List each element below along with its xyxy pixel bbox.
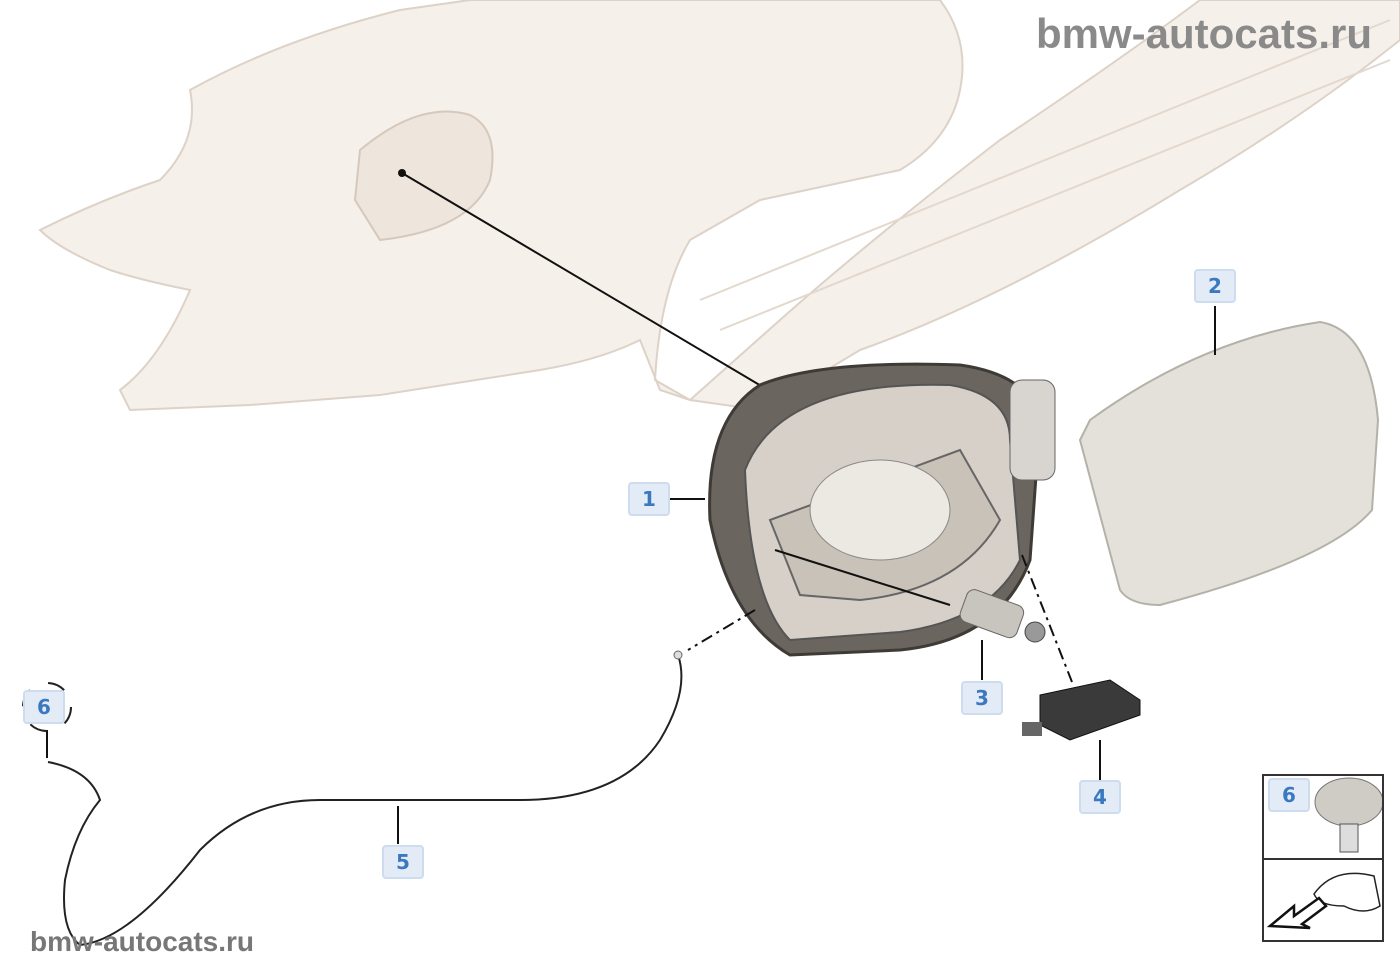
watermark-bottom: bmw-autocats.ru — [30, 926, 255, 957]
part-label-5[interactable]: 5 — [382, 845, 424, 879]
part-label-4[interactable]: 4 — [1079, 780, 1121, 814]
arrow-icon — [1266, 896, 1328, 930]
inset-divider — [1264, 858, 1382, 860]
part-label-1[interactable]: 1 — [628, 482, 670, 516]
part-label-3[interactable]: 3 — [961, 681, 1003, 715]
inset-label-6[interactable]: 6 — [1268, 778, 1310, 812]
side-panel — [38, 0, 1400, 412]
actuator-pin — [959, 589, 1046, 643]
watermark-top: bmw-autocats.ru — [1035, 10, 1372, 57]
fuel-flap-housing — [708, 362, 1056, 657]
actuator — [1022, 679, 1141, 741]
fuel-flap — [1078, 320, 1380, 607]
rivet-illustration — [1266, 777, 1382, 930]
release-cable — [47, 654, 683, 947]
part-label-2[interactable]: 2 — [1194, 269, 1236, 303]
rivet-inset: 6 — [1262, 774, 1384, 942]
part-label-6[interactable]: 6 — [23, 690, 65, 724]
